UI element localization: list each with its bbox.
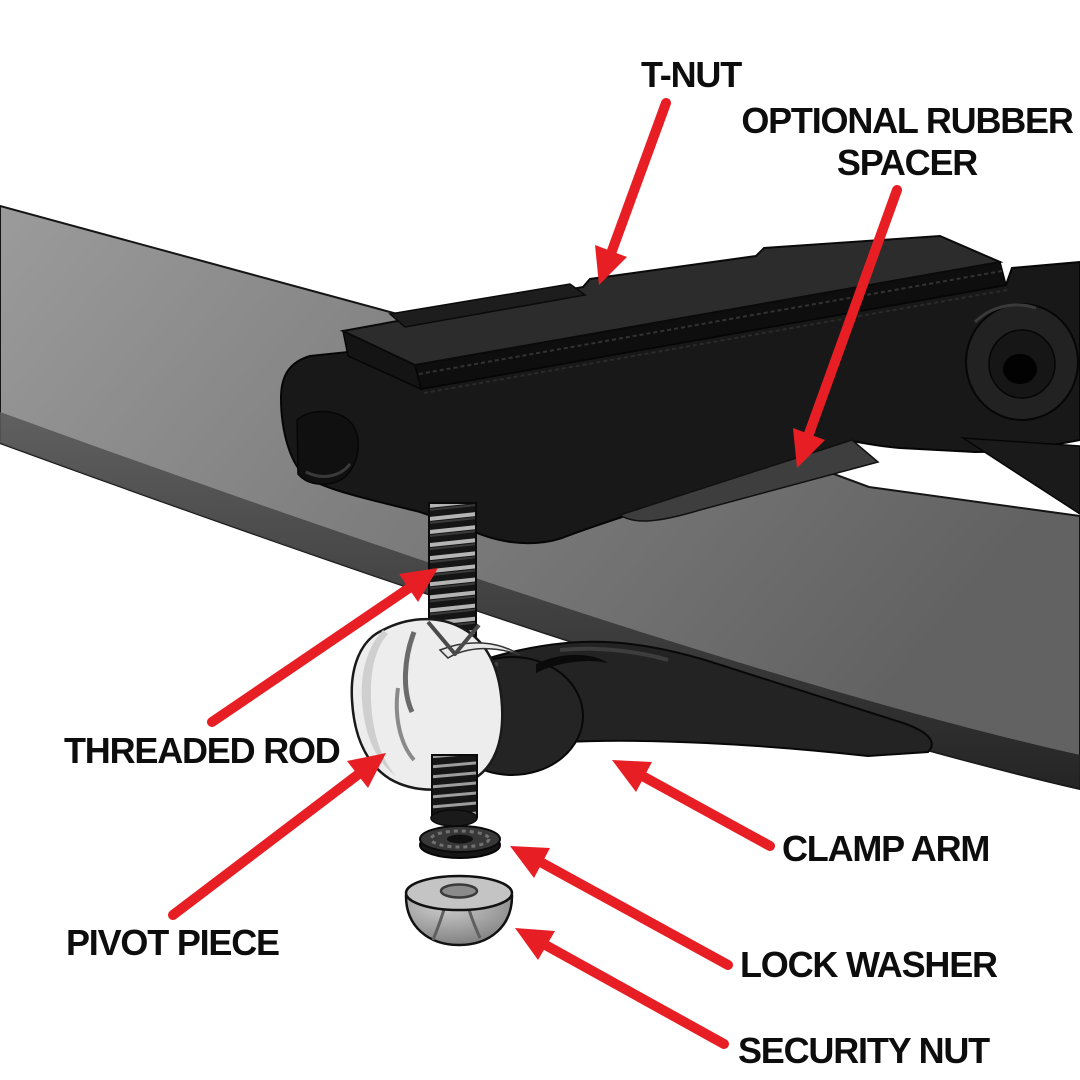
clamp-arm-slot — [536, 654, 608, 673]
label-t-nut: T-NUT — [641, 54, 742, 95]
security-nut — [404, 874, 514, 947]
pivot-seam-1 — [403, 631, 417, 714]
clamp-jaw-hook — [296, 410, 359, 485]
threaded-rod-end — [430, 809, 478, 827]
t-nut-plate — [339, 234, 1004, 367]
t-nut-plate-stitch-2 — [423, 289, 1008, 394]
arrow-threaded-rod — [207, 568, 438, 727]
arrow-clamp-arm — [612, 760, 775, 851]
clamp-knob-neck — [960, 437, 1080, 515]
label-threaded-rod: THREADED ROD — [64, 730, 341, 771]
lock-washer-hole — [447, 834, 473, 844]
lock-washer-teeth — [429, 829, 491, 849]
knob-highlight — [973, 303, 1037, 324]
arrow-lock-washer — [510, 846, 733, 970]
arrow-security-nut — [515, 928, 729, 1049]
clamp-jaw-hook-highlight — [305, 463, 352, 478]
knob-hole — [1003, 354, 1037, 384]
rubber-spacer — [618, 439, 880, 522]
security-nut-hole — [439, 883, 479, 899]
arrow-pivot-piece — [168, 753, 386, 920]
threaded-rod-stud — [431, 754, 478, 818]
pivot-v-notch — [426, 620, 481, 656]
callout-arrows — [168, 98, 902, 1049]
t-nut-slot — [388, 283, 587, 328]
pivot-shading — [361, 630, 396, 776]
lock-washer — [419, 825, 501, 859]
clamp-arm-highlight — [559, 646, 669, 662]
threaded-rod-lower — [430, 754, 478, 827]
pivot-seam-2 — [394, 687, 416, 762]
label-pivot-piece: PIVOT PIECE — [66, 922, 280, 963]
pivot-piece — [350, 617, 521, 791]
label-optional-rubber-spacer: OPTIONAL RUBBER SPACER — [741, 100, 1074, 183]
t-nut-plate-stitch-1 — [418, 270, 1003, 375]
arrow-rubber-spacer — [793, 185, 902, 468]
label-clamp-arm: CLAMP ARM — [782, 828, 990, 869]
label-security-nut: SECURITY NUT — [738, 1030, 990, 1071]
arrow-t-nut — [595, 98, 671, 285]
clamp-head — [279, 234, 1080, 545]
label-lock-washer: LOCK WASHER — [740, 944, 998, 985]
